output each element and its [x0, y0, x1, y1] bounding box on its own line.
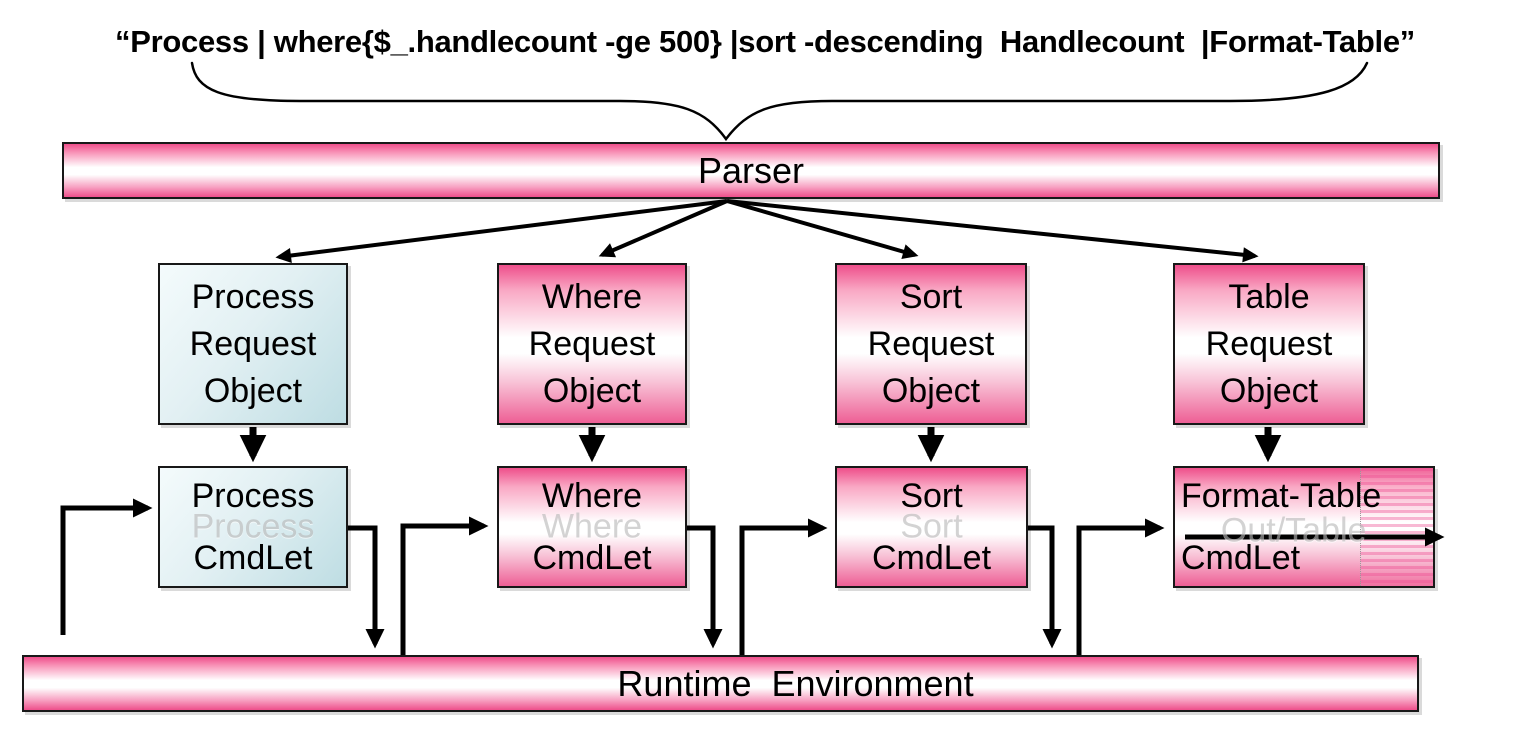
request-object-label: Where Request Object	[528, 277, 656, 410]
where-cmdlet-to-runtime-arrow	[687, 525, 723, 649]
ghost-text: Where	[541, 507, 643, 546]
cmdlet-label: Sort CmdLet	[871, 477, 992, 577]
cmdlet-box-format-table: Out/Table Format-Table CmdLet	[1173, 466, 1435, 588]
request-object-label: Sort Request Object	[867, 277, 995, 410]
cmdlet-box-sort: Sort Sort CmdLet	[835, 466, 1028, 588]
cmdlet-label: Process CmdLet	[191, 477, 315, 577]
input-to-process-cmdlet-arrow	[60, 498, 153, 635]
parser-label: Parser	[697, 149, 805, 191]
brace-icon	[190, 61, 1369, 142]
cmdlet-box-where: Where Where CmdLet	[497, 466, 687, 588]
request-object-label: Process Request Object	[189, 277, 317, 410]
request-object-box-sort: Sort Request Object	[835, 263, 1027, 425]
ghost-text: Process	[191, 507, 315, 546]
runtime-to-table-cmdlet-arrow	[1076, 518, 1165, 655]
runtime-environment-bar: Runtime Environment	[22, 655, 1419, 712]
cmdlet-label: Format-Table CmdLet	[1181, 477, 1382, 577]
request-object-box-process: Process Request Object	[158, 263, 348, 425]
striped-edge-decoration	[1360, 468, 1433, 586]
ghost-text: Out/Table	[1220, 511, 1367, 550]
cmdlet-label: Where CmdLet	[532, 477, 652, 577]
sort-cmdlet-to-runtime-arrow	[1028, 525, 1062, 649]
parser-to-where-request-arrow	[598, 199, 728, 258]
parser-fanout-arrows	[275, 199, 1259, 264]
runtime-environment-label: Runtime Environment	[617, 662, 974, 704]
pipeline-command-text: “Process | where{$_.handlecount -ge 500}…	[115, 24, 1415, 59]
cmdlet-box-process: Process Process CmdLet	[158, 466, 348, 588]
request-to-cmdlet-arrows	[239, 427, 1282, 463]
runtime-to-sort-cmdlet-arrow	[739, 518, 828, 655]
parser-to-table-request-arrow	[726, 199, 1259, 263]
ghost-text: Sort	[900, 507, 963, 546]
parser-bar: Parser	[62, 142, 1440, 199]
request-object-box-where: Where Request Object	[497, 263, 687, 425]
request-object-label: Table Request Object	[1205, 277, 1333, 410]
process-cmdlet-to-runtime-arrow	[348, 525, 385, 649]
parser-to-process-request-arrow	[275, 199, 728, 264]
runtime-to-where-cmdlet-arrow	[400, 516, 489, 655]
parser-to-sort-request-arrow	[726, 199, 919, 259]
request-object-box-table: Table Request Object	[1173, 263, 1365, 425]
